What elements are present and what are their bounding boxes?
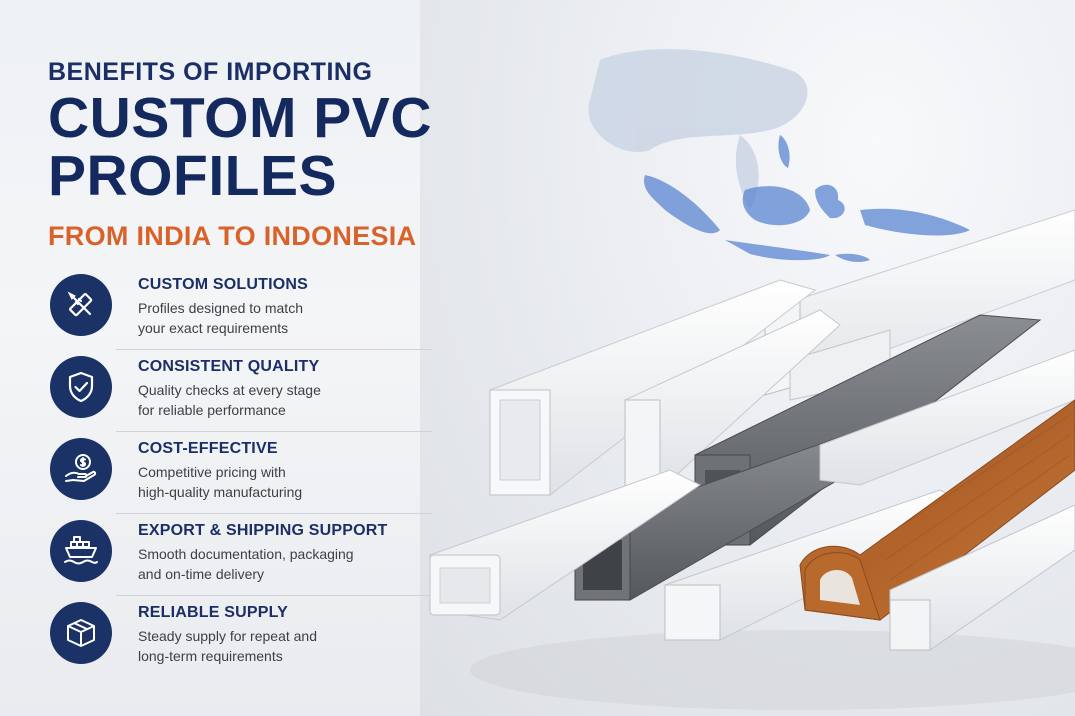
title-line-1: CUSTOM PVC — [48, 86, 432, 150]
benefit-consistent-quality: CONSISTENT QUALITY Quality checks at eve… — [48, 350, 432, 432]
benefit-custom-solutions: CUSTOM SOLUTIONS Profiles designed to ma… — [48, 268, 432, 350]
white-flat-trunking — [429, 469, 701, 621]
benefit-title: RELIABLE SUPPLY — [138, 604, 288, 621]
pvc-profiles-illustration — [429, 209, 1075, 710]
divider — [116, 349, 432, 350]
hero-heading: BENEFITS OF IMPORTING CUSTOM PVC PROFILE… — [48, 58, 432, 252]
white-sill-profile — [819, 349, 1075, 486]
shield-check-icon — [50, 356, 112, 418]
benefit-title: COST-EFFECTIVE — [138, 440, 278, 457]
benefit-title: EXPORT & SHIPPING SUPPORT — [138, 522, 388, 539]
benefit-title: CUSTOM SOLUTIONS — [138, 276, 309, 293]
white-channel-profile — [624, 309, 841, 491]
benefits-list: CUSTOM SOLUTIONS Profiles designed to ma… — [48, 268, 432, 678]
divider — [116, 513, 432, 514]
divider — [116, 595, 432, 596]
divider — [116, 431, 432, 432]
white-front-profile — [889, 504, 1075, 651]
wood-grain-profile — [799, 399, 1075, 621]
eyebrow-text: BENEFITS OF IMPORTING — [48, 58, 373, 86]
cargo-ship-icon — [50, 520, 112, 582]
benefit-export-shipping: EXPORT & SHIPPING SUPPORT Smooth documen… — [48, 514, 432, 596]
tools-ruler-icon — [50, 274, 112, 336]
benefit-reliable-supply: RELIABLE SUPPLY Steady supply for repeat… — [48, 596, 388, 678]
title-line-2: PROFILES — [48, 144, 338, 208]
southeast-asia-map — [588, 49, 970, 263]
benefit-title: CONSISTENT QUALITY — [138, 358, 320, 375]
box-icon — [50, 602, 112, 664]
hand-coin-icon — [50, 438, 112, 500]
subtitle: FROM INDIA TO INDONESIA — [48, 221, 417, 251]
